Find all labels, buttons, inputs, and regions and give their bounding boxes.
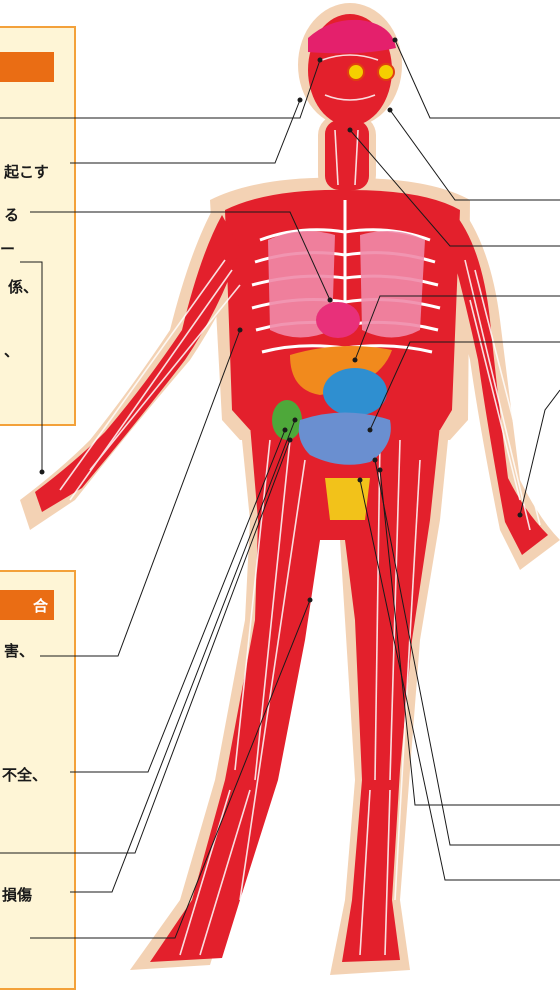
eye-right <box>378 64 394 80</box>
muscle-striations <box>60 25 540 955</box>
eye-left <box>348 64 364 80</box>
bladder <box>325 478 370 520</box>
stomach <box>323 368 387 416</box>
heart <box>316 302 360 338</box>
red-tissue-body <box>35 14 548 962</box>
